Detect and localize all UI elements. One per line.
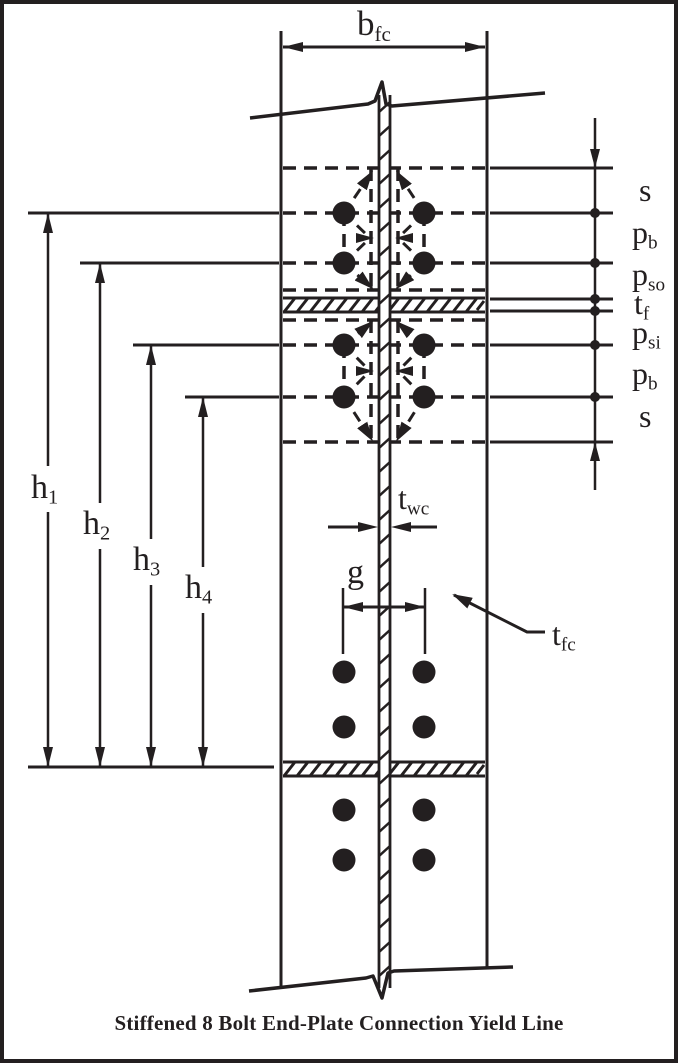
label-h3: h3 [133, 541, 161, 581]
label-s-top: s [639, 172, 652, 208]
label-pb-bottom: pb [632, 355, 658, 395]
bolt [412, 798, 436, 822]
right-dimension-line [590, 118, 600, 490]
label-tfc: tfc [552, 616, 576, 656]
label-h4: h4 [185, 569, 213, 609]
bolt [332, 251, 356, 275]
label-g: g [347, 554, 364, 591]
column-web [377, 95, 392, 988]
bolt [332, 201, 356, 225]
bolt [332, 660, 356, 684]
column-flange-edges [279, 31, 489, 989]
bolt [412, 333, 436, 357]
bolt-group [332, 201, 436, 872]
label-bfc: bfc [357, 4, 391, 46]
bolt [412, 715, 436, 739]
label-psi: psi [632, 314, 661, 354]
figure-caption: Stiffened 8 Bolt End-Plate Connection Yi… [114, 1011, 564, 1035]
left-extension-lines [28, 211, 279, 769]
bolt [412, 201, 436, 225]
bolt [412, 385, 436, 409]
bolt [412, 660, 436, 684]
twc-dimension [328, 522, 437, 532]
label-s-bottom: s [639, 398, 652, 434]
bolt [332, 333, 356, 357]
gauge-dimension [341, 588, 427, 654]
bfc-dimension [283, 42, 485, 52]
yield-line-mid-arrows [356, 233, 413, 376]
label-pso: pso [632, 256, 666, 296]
label-pb-top: pb [632, 214, 658, 254]
label-h2: h2 [83, 505, 111, 545]
label-tf: tf [634, 285, 650, 325]
tfc-leader [452, 593, 545, 634]
bolt [332, 715, 356, 739]
bolt [412, 848, 436, 872]
h-dimension-lines [46, 213, 205, 767]
bolt [332, 798, 356, 822]
bolt [412, 251, 436, 275]
label-h1: h1 [31, 469, 59, 509]
break-lines [248, 80, 546, 1000]
h-dimension-arrows [43, 213, 208, 767]
bolt [332, 848, 356, 872]
bolt [332, 385, 356, 409]
label-twc: twc [398, 480, 430, 520]
